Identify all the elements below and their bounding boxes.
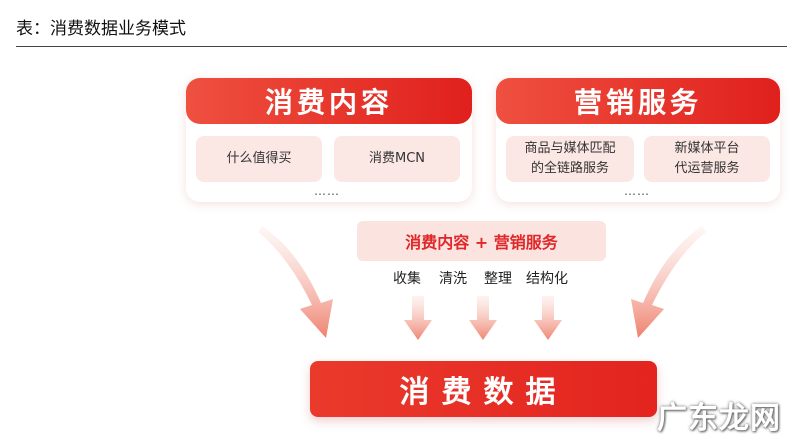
item-consumer-mcn: 消费MCN	[334, 136, 460, 182]
watermark: 广东龙网	[657, 401, 781, 436]
more-ellipsis: ……	[624, 184, 650, 198]
item-full-chain-service: 商品与媒体匹配 的全链路服务	[506, 136, 634, 182]
panel-consumer-content: 消费内容 什么值得买 消费MCN ……	[186, 78, 472, 202]
item-new-media-operation: 新媒体平台 代运营服务	[644, 136, 770, 182]
more-ellipsis: ……	[314, 184, 340, 198]
down-arrow-3	[534, 296, 562, 340]
consumer-data-box: 消费数据	[310, 361, 657, 417]
item-smzdm: 什么值得买	[196, 136, 322, 182]
figure-caption: 表：消费数据业务模式	[16, 19, 186, 39]
step-collect: 收集	[393, 271, 421, 287]
left-curved-arrow	[258, 226, 333, 338]
panel-title-consumer-content: 消费内容	[186, 78, 472, 124]
step-clean: 清洗	[439, 271, 467, 287]
combined-content-box: 消费内容 + 营销服务	[357, 221, 606, 261]
down-arrow-1	[404, 296, 432, 340]
panel-marketing-services: 营销服务 商品与媒体匹配 的全链路服务 新媒体平台 代运营服务 ……	[496, 78, 780, 202]
right-curved-arrow	[631, 226, 706, 338]
step-organize: 整理	[484, 271, 512, 287]
down-arrow-2	[469, 296, 497, 340]
caption-divider	[16, 46, 787, 47]
panel-title-marketing-services: 营销服务	[496, 78, 780, 124]
step-structure: 结构化	[526, 271, 568, 287]
